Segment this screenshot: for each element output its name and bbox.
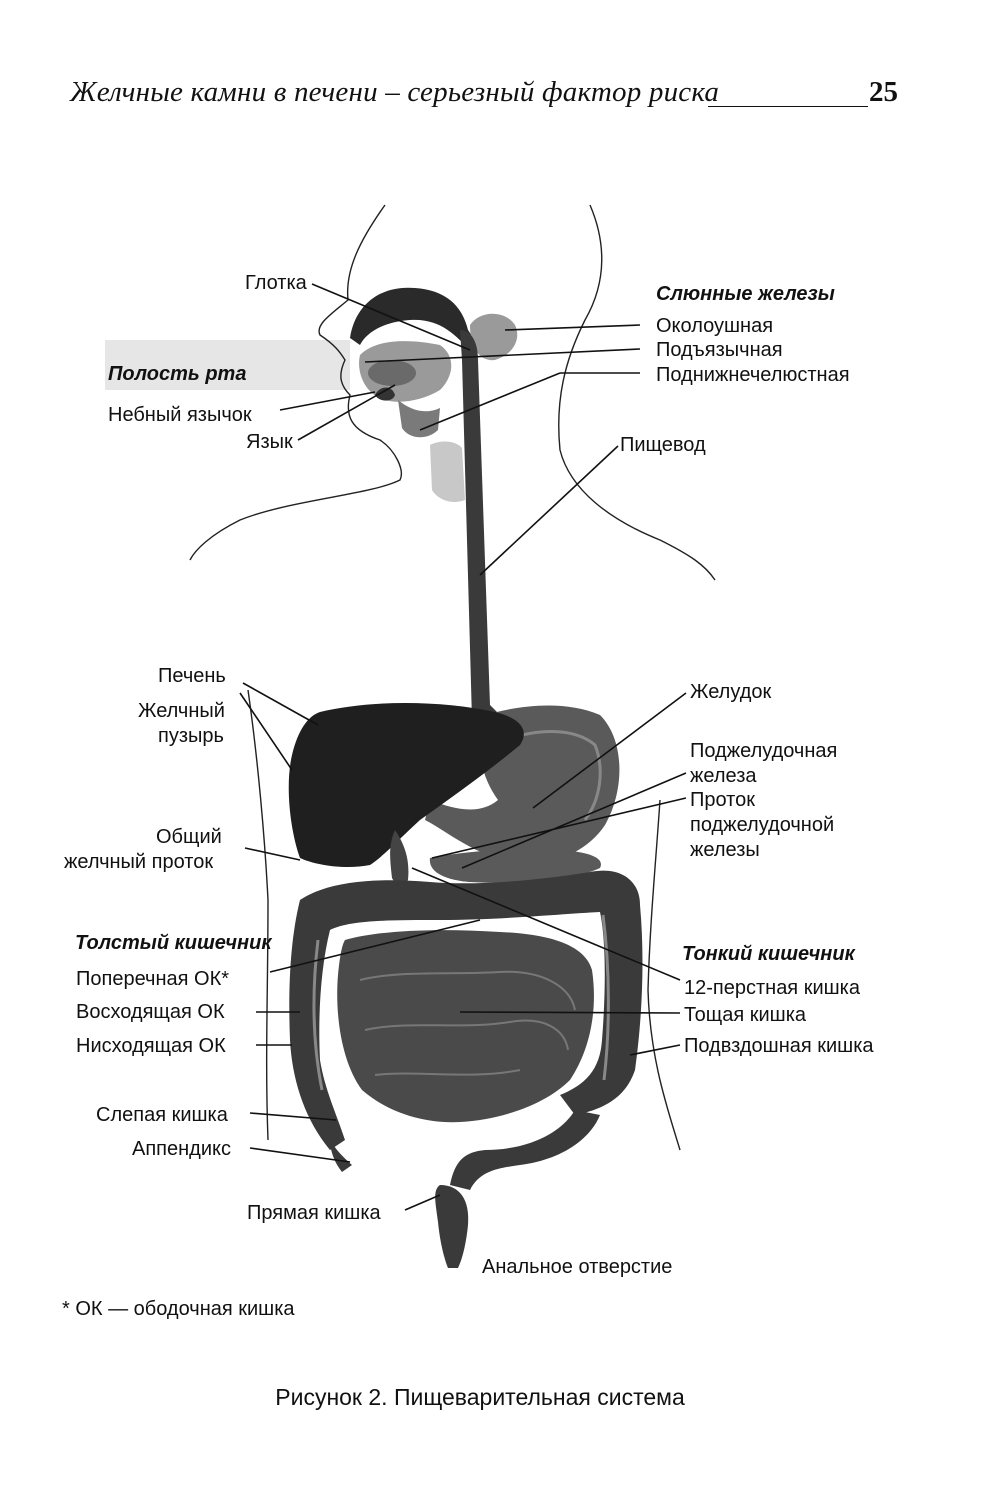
label-ileum: Подвздошная кишка xyxy=(684,1035,874,1057)
label-small-intestine: Тонкий кишечник xyxy=(682,943,856,965)
label-jejunum: Тощая кишка xyxy=(684,1004,807,1026)
label-pharynx: Глотка xyxy=(245,272,308,294)
label-pancreatic-duct-2: поджелудочной xyxy=(690,814,834,836)
label-gallbladder-2: пузырь xyxy=(158,725,224,747)
label-transverse-colon: Поперечная ОК* xyxy=(76,968,229,990)
label-bile-duct-2: желчный проток xyxy=(64,851,213,873)
label-cecum: Слепая кишка xyxy=(96,1104,229,1126)
page-number: 25 xyxy=(869,76,898,108)
header-rule xyxy=(708,106,868,107)
pancreas-shape xyxy=(429,849,601,883)
figure-caption: Рисунок 2. Пищеварительная система xyxy=(275,1384,685,1410)
label-duodenum: 12-перстная кишка xyxy=(684,977,861,999)
body-outline xyxy=(189,204,716,1151)
leader-lines xyxy=(239,283,687,1211)
diagram-labels: Слюнные железы Полость рта Толстый кишеч… xyxy=(64,272,874,1278)
label-liver: Печень xyxy=(158,665,226,687)
label-stomach: Желудок xyxy=(690,681,771,703)
label-ascending-colon: Восходящая ОК xyxy=(76,1001,225,1023)
label-pancreas-1: Поджелудочная xyxy=(690,740,837,762)
large-intestine-shape xyxy=(289,870,643,1268)
small-intestine-shape xyxy=(337,930,594,1123)
label-pancreatic-duct-3: железы xyxy=(690,839,760,861)
head-organs xyxy=(350,287,518,502)
liver-shape xyxy=(288,703,524,868)
label-pancreatic-duct-1: Проток xyxy=(690,789,755,811)
oral-cavity-highlight xyxy=(105,340,350,390)
label-anus: Анальное отверстие xyxy=(482,1256,672,1278)
footnote: * ОК — ободочная кишка xyxy=(62,1298,295,1320)
label-pancreas-2: железа xyxy=(690,765,757,787)
label-submandibular: Поднижнечелюстная xyxy=(656,364,850,386)
label-salivary-glands: Слюнные железы xyxy=(656,283,835,305)
label-gallbladder-1: Желчный xyxy=(138,700,225,722)
label-tongue: Язык xyxy=(246,431,293,453)
label-uvula: Небный язычок xyxy=(108,404,252,426)
label-large-intestine: Толстый кишечник xyxy=(75,932,272,954)
page-header: Желчные камни в печени – серьезный факто… xyxy=(70,72,910,112)
label-bile-duct-1: Общий xyxy=(156,826,222,848)
label-esophagus: Пищевод xyxy=(620,434,706,456)
label-parotid: Околоушная xyxy=(656,315,773,337)
label-descending-colon: Нисходящая ОК xyxy=(76,1035,226,1057)
label-rectum: Прямая кишка xyxy=(247,1202,382,1224)
label-sublingual: Подъязычная xyxy=(656,339,783,361)
esophagus-shape xyxy=(460,330,515,742)
label-oral-cavity: Полость рта xyxy=(108,363,246,385)
label-appendix: Аппендикс xyxy=(132,1138,231,1160)
stomach-shape xyxy=(425,705,620,864)
running-title: Желчные камни в печени – серьезный факто… xyxy=(70,76,720,108)
